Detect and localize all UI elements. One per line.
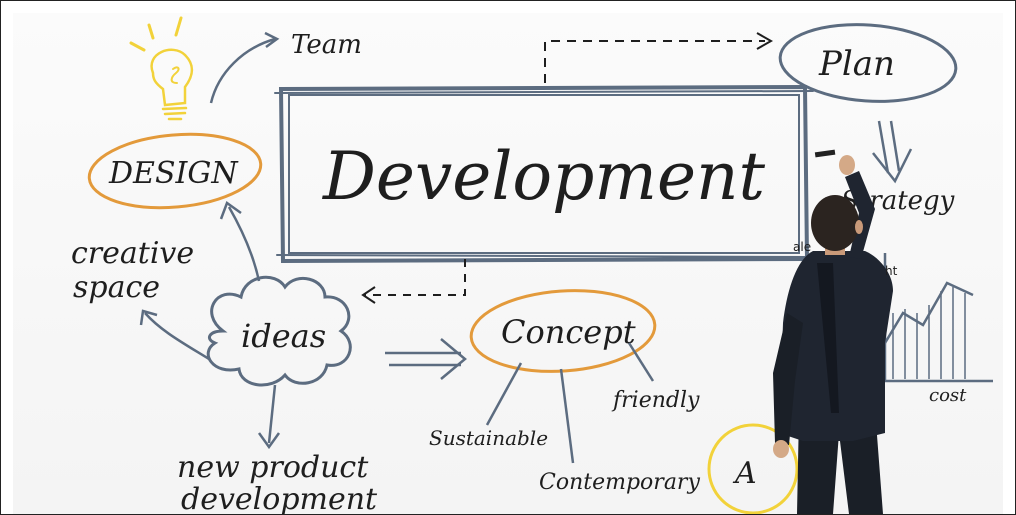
new-product-line1: new product (177, 450, 369, 485)
dashed-arrow-to-ideas (365, 259, 466, 296)
arrow-head-design (219, 201, 242, 220)
arrow-ideas-to-new-product (267, 384, 277, 444)
design-label: DESIGN (108, 156, 239, 191)
hidden-word-sales: ale (793, 240, 811, 254)
creative-label-line1: creative (71, 236, 194, 271)
arrow-ideas-to-concept (385, 351, 461, 367)
plan-ellipse (778, 23, 958, 103)
whiteboard-sketch: Team Plan Strategy Development DESIGN (71, 16, 993, 514)
design-ellipse (87, 132, 263, 210)
contemporary-label: Contemporary (539, 470, 700, 495)
ideas-cloud (206, 275, 352, 387)
line-concept-to-contemporary (559, 368, 575, 464)
lightbulb-icon (129, 16, 194, 121)
arrow-head-creative (139, 309, 158, 326)
hidden-word-light: ht (885, 264, 898, 278)
arrow-head-team (264, 31, 280, 49)
concept-ellipse (469, 289, 657, 373)
new-product-line2: development (181, 482, 378, 514)
arrow-head-ideas (361, 286, 376, 304)
businessman (773, 149, 893, 514)
concept-label: Concept (501, 313, 636, 351)
line-concept-to-friendly (627, 342, 655, 382)
chart-sketch (883, 253, 993, 383)
a-label: A (732, 456, 757, 491)
development-title: Development (322, 138, 766, 215)
ideas-label: ideas (241, 317, 326, 355)
arrow-head-plan (756, 32, 774, 50)
arrow-to-team (209, 37, 276, 104)
cost-label: cost (929, 385, 967, 406)
creative-label-line2: space (73, 270, 160, 305)
friendly-label: friendly (611, 388, 700, 413)
line-concept-to-sustainable (485, 362, 523, 426)
a-circle (707, 423, 799, 514)
plan-label: Plan (818, 44, 895, 84)
arrow-to-strategy (872, 120, 913, 184)
whiteboard: Team Plan Strategy Development DESIGN (13, 13, 1003, 514)
team-label: Team (291, 30, 362, 60)
arrow-ideas-to-design (227, 206, 261, 282)
arrow-head-new-product (257, 432, 281, 450)
sustainable-label: Sustainable (429, 426, 548, 450)
dashed-arrow-to-plan (544, 40, 765, 83)
arrow-ideas-to-creative (144, 312, 210, 361)
arrow-head-concept (440, 338, 467, 380)
